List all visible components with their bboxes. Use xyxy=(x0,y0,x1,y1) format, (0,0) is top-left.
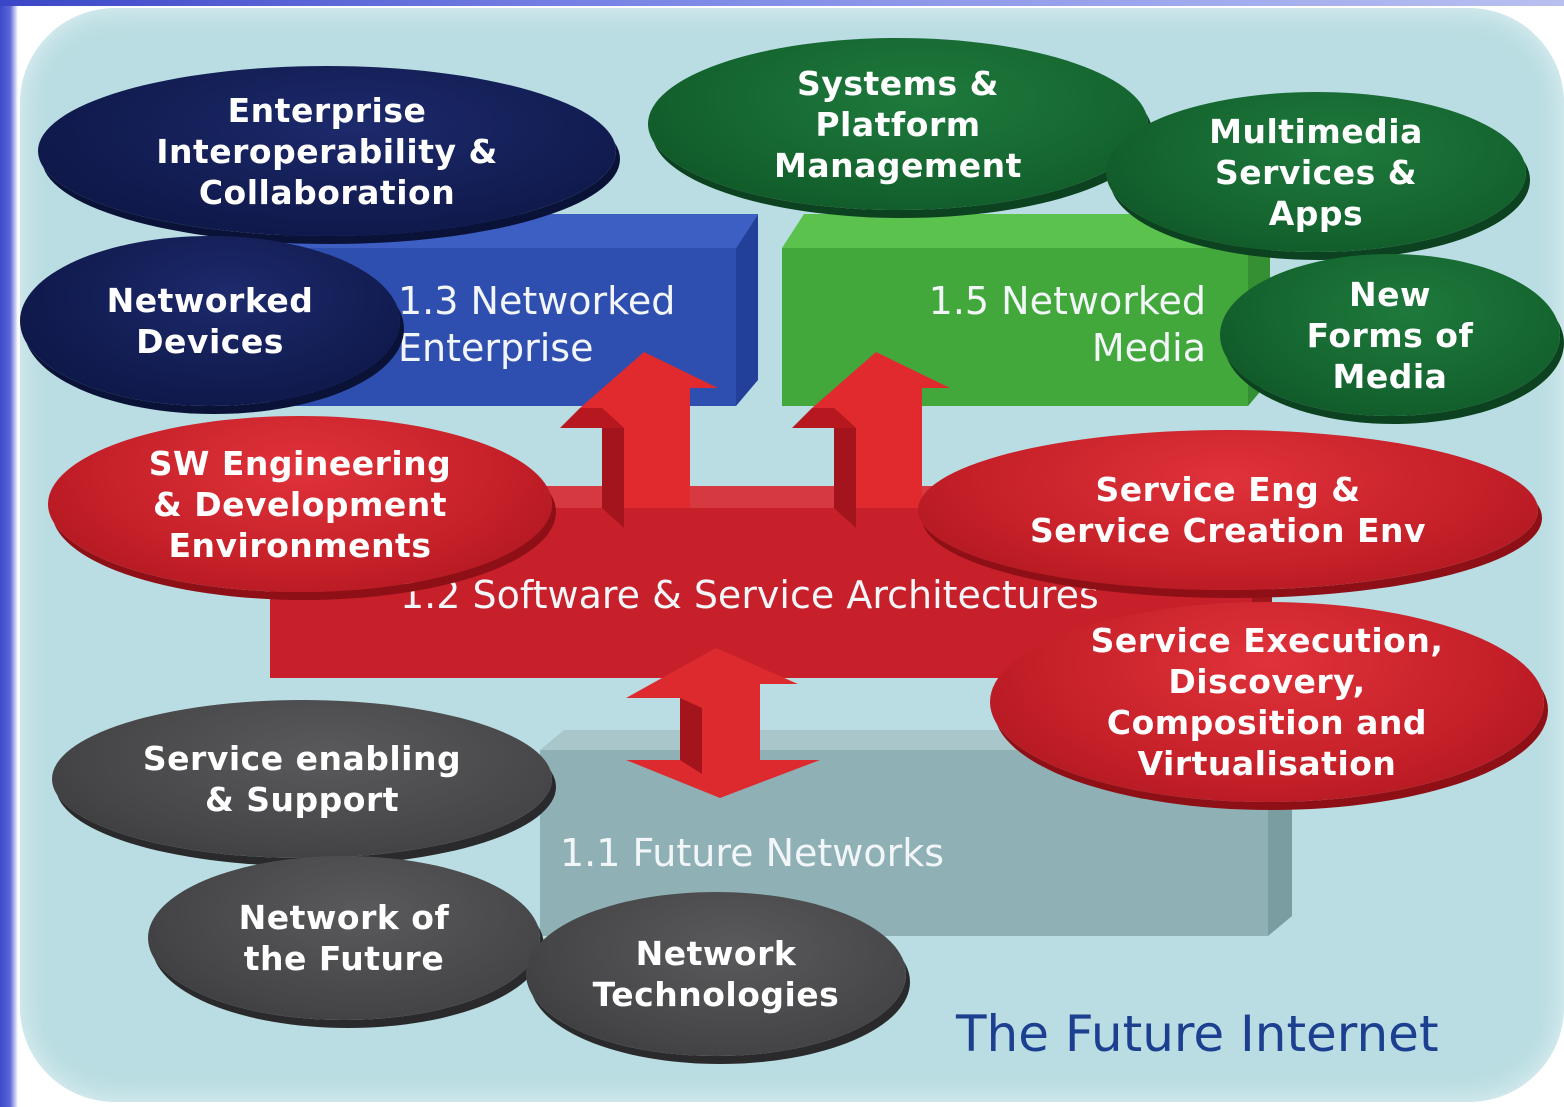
arrow-up-media xyxy=(792,352,950,528)
topic-multimedia-services: Multimedia Services & Apps xyxy=(1106,92,1526,252)
topic-network-technologies: Network Technologies xyxy=(526,892,906,1056)
software-service-label: 1.2 Software & Service Architectures xyxy=(400,573,1099,617)
topic-networked-devices: Networked Devices xyxy=(20,236,400,406)
networked-media-label: 1.5 Networked Media xyxy=(928,279,1206,370)
topic-service-eng-creation: Service Eng & Service Creation Env xyxy=(918,430,1538,590)
topic-network-of-the-future: Network of the Future xyxy=(148,856,540,1020)
diagram-panel: 1.3 Networked Enterprise 1.5 Networked M… xyxy=(20,8,1564,1102)
arrow-up-enterprise xyxy=(560,352,718,528)
topic-service-enabling: Service enabling & Support xyxy=(52,700,552,858)
topic-systems-platform-management: Systems & Platform Management xyxy=(648,38,1148,210)
future-networks-label: 1.1 Future Networks xyxy=(560,831,945,875)
diagram-title: The Future Internet xyxy=(956,1005,1439,1063)
topic-enterprise-interoperability: Enterprise Interoperability & Collaborat… xyxy=(38,66,616,236)
topic-new-forms-of-media: New Forms of Media xyxy=(1220,254,1560,416)
top-border-strip xyxy=(0,0,1564,6)
topic-service-execution: Service Execution, Discovery, Compositio… xyxy=(990,602,1544,802)
arrow-down-networks xyxy=(626,648,820,798)
networked-enterprise-label: 1.3 Networked Enterprise xyxy=(398,279,676,370)
topic-sw-engineering: SW Engineering & Development Environment… xyxy=(48,416,552,592)
